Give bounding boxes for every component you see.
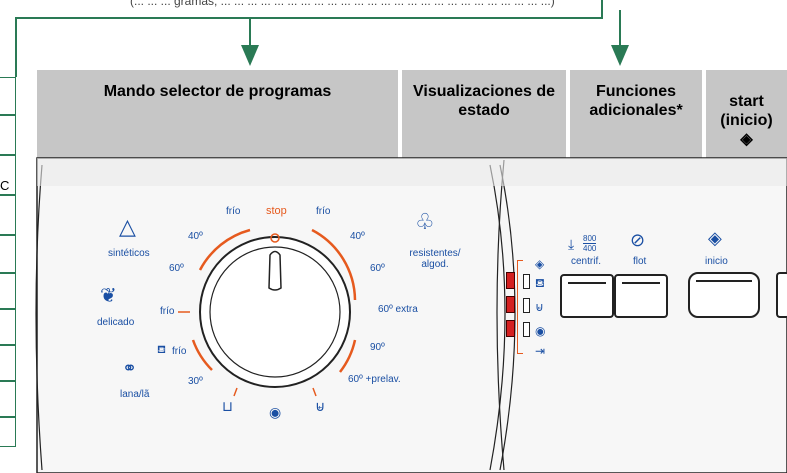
header-start-label: start (inicio)	[720, 92, 773, 129]
status-led-2	[506, 296, 515, 313]
start-label: inicio	[705, 256, 728, 267]
wash-status-icon: ⛾	[535, 276, 545, 290]
drain-icon: ⊔	[222, 398, 233, 414]
status-led-1	[506, 272, 515, 289]
program-delicate: delicado	[97, 317, 135, 328]
status-lamp-2	[523, 298, 530, 313]
status-lamp-3	[523, 322, 530, 337]
synthetics-icon: △	[119, 214, 136, 239]
end-status-icon: ⇥	[535, 344, 546, 358]
start-icon-panel: ◈	[708, 228, 722, 248]
dial-left-40: 40º	[188, 231, 203, 242]
arrow-head-selector	[241, 45, 259, 66]
top-note: (... ... ... gramas, ... ... ... ... ...…	[130, 0, 555, 8]
no-spin-icon: ⊘	[630, 230, 646, 250]
dial-stop: stop	[266, 205, 287, 217]
status-bracket	[517, 260, 523, 354]
spin-label: centrif.	[571, 256, 602, 267]
program-resistant: resistentes/ algod.	[409, 248, 461, 270]
side-box	[0, 309, 16, 345]
header-extra: Funciones adicionales*	[570, 70, 702, 158]
delicate-icon: ❦	[100, 285, 117, 307]
dial-left-cold-wool: frío	[172, 346, 187, 357]
header-selector: Mando selector de programas	[37, 70, 398, 158]
spin-top: 800	[583, 234, 597, 244]
side-box	[0, 345, 16, 381]
spin-button[interactable]	[560, 274, 614, 318]
status-led-3	[506, 320, 515, 337]
side-box: C	[0, 155, 16, 195]
flot-label: flot	[633, 256, 647, 267]
side-box	[0, 195, 16, 235]
flot-button[interactable]	[614, 274, 668, 318]
wool-icon: ⚭	[122, 358, 138, 378]
side-fragment: C	[0, 178, 10, 193]
spin-bottom: 400	[583, 244, 597, 253]
side-box	[0, 273, 16, 309]
header-status: Visualizaciones de estado	[402, 70, 566, 158]
rinse-status-icon: ⊌	[535, 300, 544, 314]
start-status-icon: ◈	[535, 257, 545, 271]
dial-left-60: 60º	[169, 263, 184, 274]
handwash-icon: ⛾	[157, 344, 166, 356]
side-box	[0, 381, 16, 417]
edge-button[interactable]	[776, 272, 787, 318]
dial-right-60-prewash: 60º +prelav.	[348, 374, 401, 385]
spin-speed-icon: ⤓	[568, 236, 575, 252]
side-box	[0, 115, 16, 155]
side-box	[0, 417, 16, 447]
dial-right-60-extra: 60º extra	[378, 304, 418, 315]
dial-right-90: 90º	[370, 342, 385, 353]
status-lamp-1	[523, 274, 530, 289]
start-button[interactable]	[688, 272, 760, 318]
dial-right-60: 60º	[370, 263, 385, 274]
spin-status-icon: ◉	[535, 324, 546, 338]
header-start: start (inicio) ◈	[706, 70, 787, 158]
start-icon: ◈	[740, 130, 753, 148]
side-box	[0, 235, 16, 273]
arrow-head-functions	[611, 45, 629, 66]
dial-left-cold: frío	[226, 206, 241, 217]
program-synthetics: sintéticos	[108, 248, 150, 259]
dial-right-cold: frío	[316, 206, 331, 217]
bracket-line	[15, 0, 603, 77]
dial-left-30: 30º	[188, 376, 203, 387]
side-box	[0, 77, 16, 115]
dial-right-40: 40º	[350, 231, 365, 242]
dial-left-cold-delicate: frío	[160, 306, 175, 317]
cotton-icon: ♧	[415, 209, 435, 234]
spin-icon: ◉	[269, 404, 282, 420]
program-wool: lana/lã	[120, 389, 150, 400]
rinse-icon: ⊌	[315, 398, 326, 414]
